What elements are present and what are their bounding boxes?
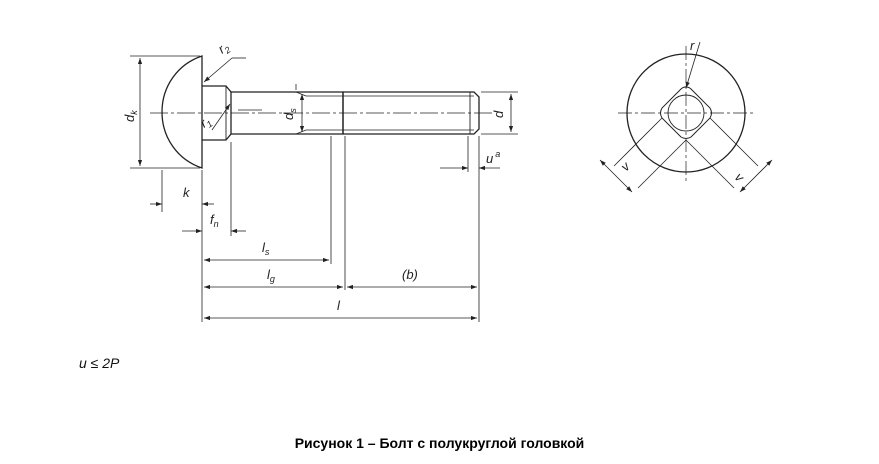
label-lg: lg [267, 267, 275, 284]
end-view [618, 46, 754, 182]
label-r: r [690, 38, 695, 53]
figure-caption: Рисунок 1 – Болт с полукруглой головкой [294, 435, 585, 451]
dim-v-left [599, 159, 633, 193]
label-r2: r2 [215, 39, 232, 58]
label-ls: ls [262, 240, 270, 257]
label-dk: dk [122, 110, 139, 122]
label-v-left: v [618, 158, 634, 174]
label-l: l [337, 298, 341, 313]
label-ds: ds [281, 108, 298, 120]
bolt-head [161, 55, 203, 169]
dimension-lines [137, 57, 514, 321]
end-view-dims [599, 41, 773, 193]
label-v-right: v [732, 170, 748, 186]
thread-note: u ≤ 2P [79, 355, 120, 371]
end-view-labels: r v v [618, 38, 749, 186]
dim-v-right [739, 159, 773, 193]
label-b: (b) [402, 267, 418, 282]
label-k: k [183, 185, 191, 200]
side-view [150, 55, 492, 169]
label-d: d [491, 110, 506, 118]
label-fn: fn [210, 212, 219, 229]
